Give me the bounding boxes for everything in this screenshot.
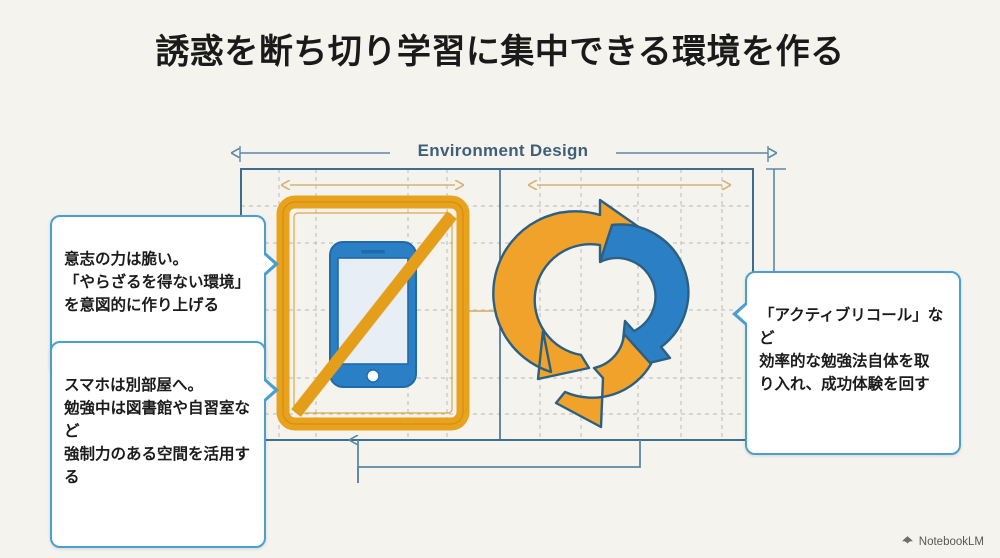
watermark: NotebookLM (901, 535, 984, 548)
callout-tail-inner-icon (737, 304, 748, 324)
page-title: 誘惑を断ち切り学習に集中できる環境を作る (155, 33, 845, 71)
section-label-environment-design: Environment Design (390, 141, 616, 161)
no-smartphone-icon (276, 195, 470, 431)
callout-active-recall: 「アクティブリコール」など 効率的な勉強法自体を取 り入れ、成功体験を回す (732, 271, 961, 455)
feedback-loop-bracket (358, 440, 641, 483)
callout-willpower-text: 意志の力は脆い。 「やらざるを得ない環境」 を意図的に作り上げる (64, 250, 251, 314)
callout-phone-away-text: スマホは別部屋へ。 勉強中は図書館や自習室など 強制力のある空間を活用する (64, 376, 251, 486)
watermark-label: NotebookLM (918, 535, 984, 548)
callout-phone-away: スマホは別部屋へ。 勉強中は図書館や自習室など 強制力のある空間を活用する (50, 341, 279, 548)
callout-tail-inner-icon (263, 254, 274, 274)
circular-arrows-cycle-icon (492, 198, 690, 429)
callout-active-recall-text: 「アクティブリコール」など 効率的な勉強法自体を取 り入れ、成功体験を回す (759, 306, 944, 393)
notebooklm-logo-icon (901, 535, 914, 548)
dimension-overall-width (240, 146, 768, 162)
callout-tail-inner-icon (263, 380, 274, 400)
